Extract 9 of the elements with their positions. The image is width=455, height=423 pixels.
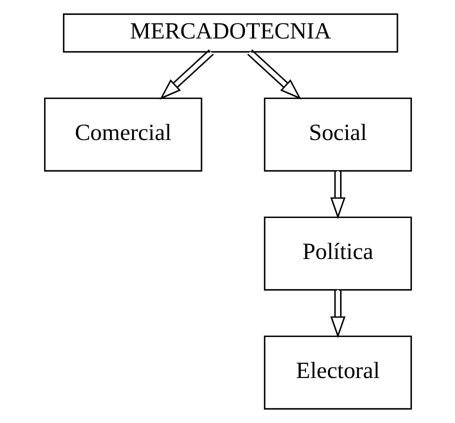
arrow bbox=[330, 290, 346, 338]
node-box: Electoral bbox=[263, 336, 412, 410]
node-box: Comercial bbox=[44, 98, 202, 172]
node-box: Política bbox=[263, 216, 412, 291]
arrow bbox=[159, 49, 214, 100]
node-box: MERCADOTECNIA bbox=[62, 13, 398, 53]
arrow bbox=[246, 49, 301, 100]
arrow bbox=[330, 170, 346, 220]
node-box: Social bbox=[263, 98, 412, 172]
